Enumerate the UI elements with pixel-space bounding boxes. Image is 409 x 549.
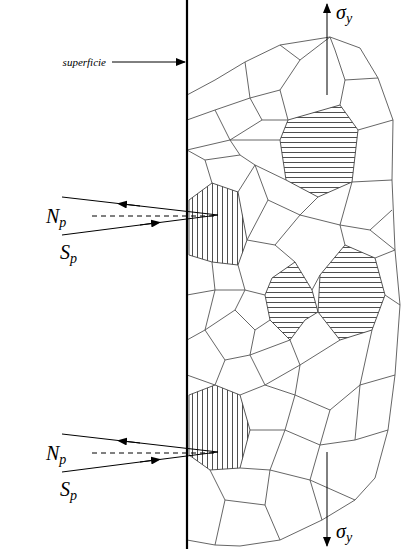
stress-label: σy [336, 2, 352, 26]
beam-arrows [62, 434, 218, 472]
stress-label: σy [336, 521, 352, 545]
stress-arrow [327, 4, 328, 95]
surface-label: superficie [63, 57, 106, 68]
beam-label: Sp [60, 479, 77, 503]
beam-label: Np [46, 443, 66, 467]
grain-boundaries [187, 37, 400, 546]
leader-arrow [112, 62, 185, 63]
hatched-grains [189, 105, 385, 470]
beam-label: Np [46, 206, 66, 230]
surface-line [186, 0, 188, 549]
beam-label: Sp [60, 242, 77, 266]
beam-arrows [62, 197, 218, 235]
stress-arrow [327, 452, 328, 546]
